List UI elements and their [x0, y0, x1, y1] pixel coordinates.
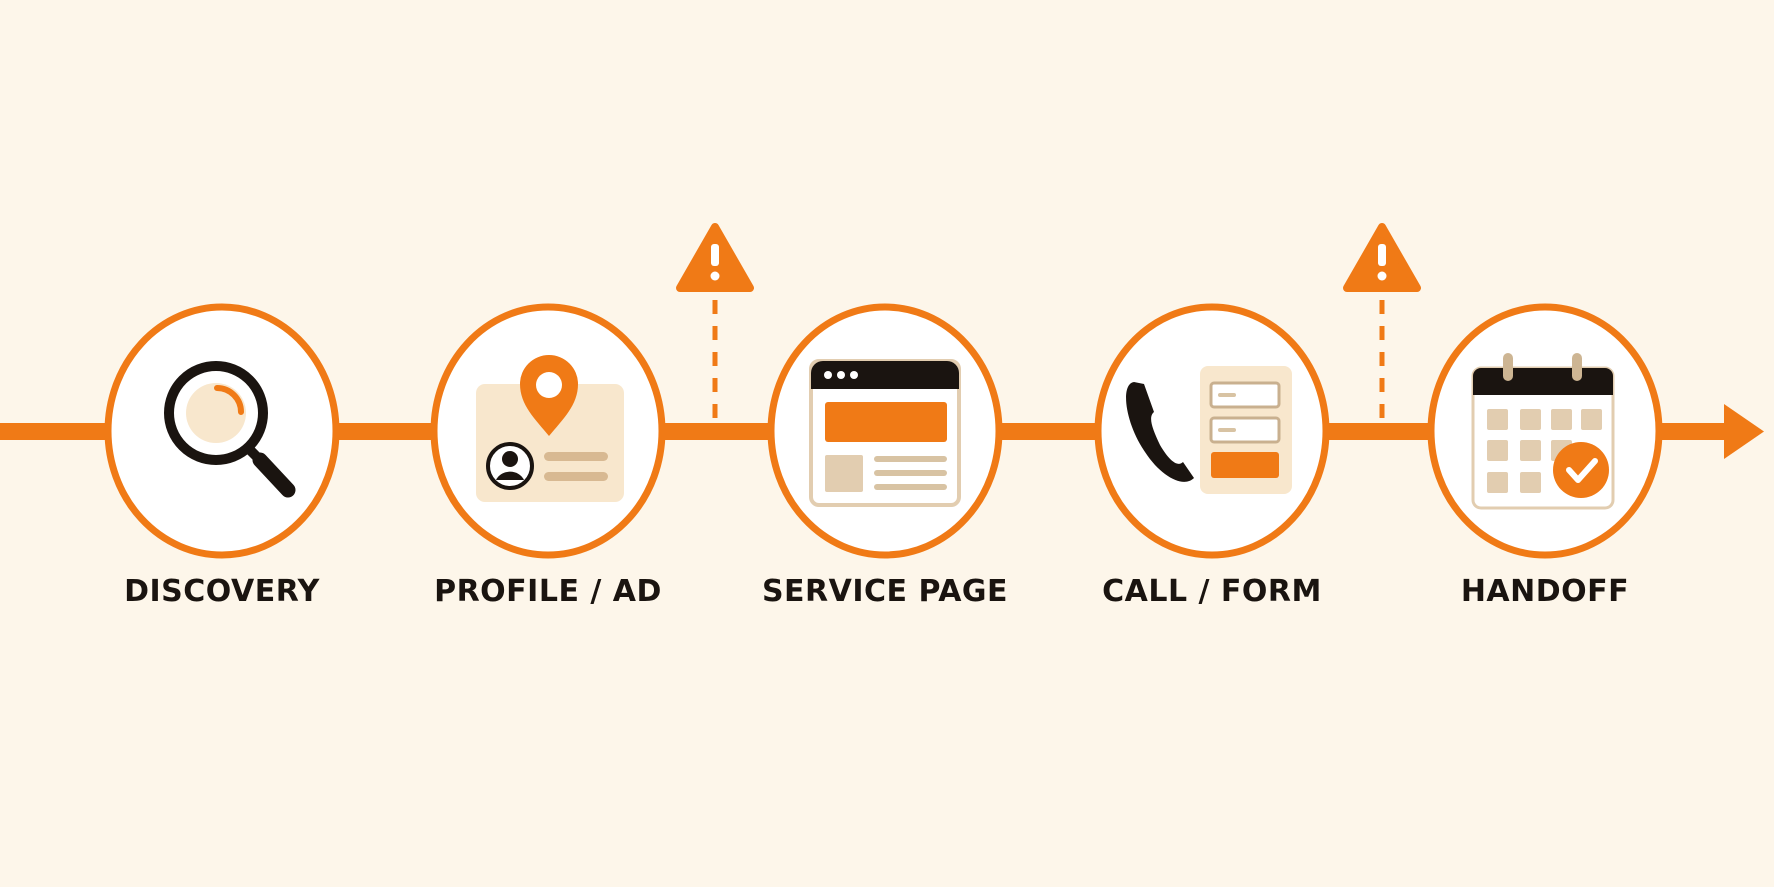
warning-marker-2 — [1343, 223, 1421, 425]
step-label-discovery: DISCOVERY — [124, 574, 320, 609]
step-call-form — [1094, 303, 1330, 559]
step-label-service-page: SERVICE PAGE — [761, 574, 1009, 609]
step-label-call-form: CALL / FORM — [1102, 574, 1322, 609]
step-service-page — [767, 303, 1003, 559]
step-label-handoff: HANDOFF — [1460, 574, 1630, 609]
warning-marker-1 — [676, 223, 754, 425]
step-handoff — [1427, 303, 1663, 559]
step-discovery — [104, 303, 340, 559]
step-profile-ad — [430, 303, 666, 559]
step-label-profile-ad: PROFILE / AD — [434, 574, 662, 609]
location-profile-card-icon — [476, 355, 624, 502]
browser-window-icon — [809, 359, 961, 507]
arrow-head-icon — [1724, 404, 1764, 459]
calendar-check-icon — [1471, 353, 1615, 510]
phone-form-icon — [1126, 366, 1292, 494]
magnifying-glass-icon — [164, 361, 296, 498]
